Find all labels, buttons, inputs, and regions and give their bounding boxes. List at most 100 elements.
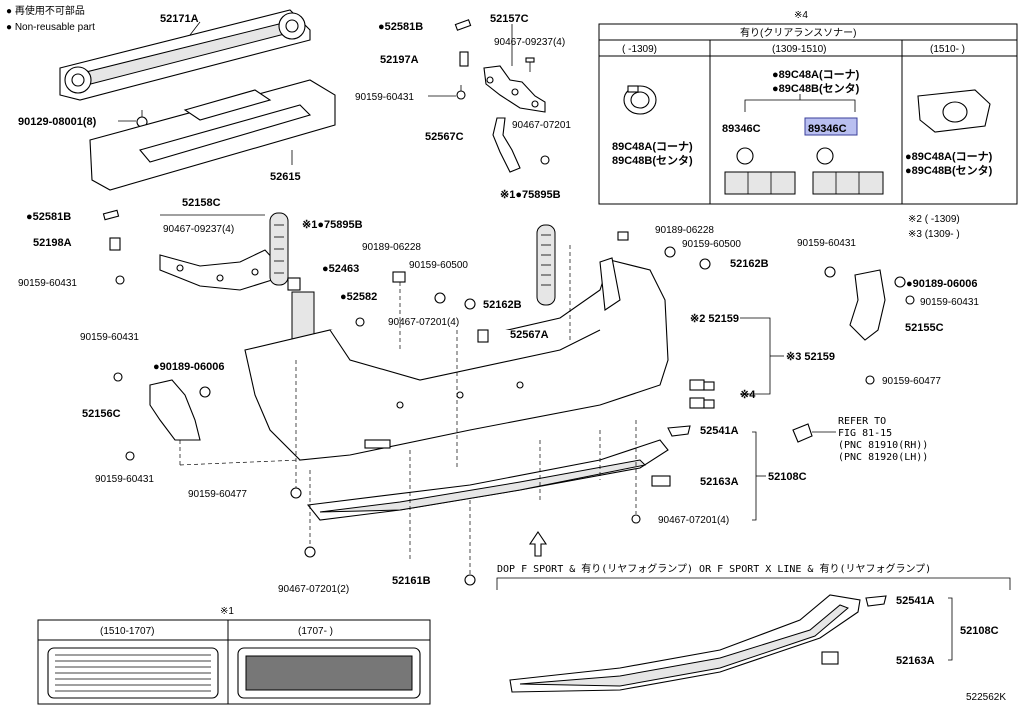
sonar-c2-b[interactable]: 89346C	[808, 123, 847, 135]
spoiler-52108C-dop[interactable]	[509, 594, 861, 693]
garnish-52163A-main[interactable]	[651, 475, 671, 487]
label-90159-60431-right-b: 90159-60431	[920, 297, 979, 308]
label-90159-60431-left: 90159-60431	[18, 278, 77, 289]
bolt-90159-60431-lower-left-a[interactable]	[113, 372, 123, 382]
label-52156C: 52156C	[82, 408, 121, 420]
label-75895B-lh: ※1●75895B	[302, 219, 363, 231]
bolt-90159-60431-lower-left-b[interactable]	[125, 451, 135, 461]
label-52463: ●52463	[322, 263, 359, 275]
label-52615: 52615	[270, 171, 301, 183]
note-x3: ※3 (1309- )	[908, 229, 960, 240]
note-x2: ※2 ( -1309)	[908, 214, 960, 225]
screw-90467-07201-right[interactable]	[631, 514, 641, 524]
grille-box: ※1 (1510-1707) (1707- )	[37, 606, 431, 705]
sonar-bracket-lower[interactable]	[689, 397, 715, 409]
sonar-sensor-new[interactable]	[917, 89, 991, 133]
label-90159-60431-bottom-left: 90159-60431	[95, 474, 154, 485]
sonar-retainer-b[interactable]	[812, 147, 884, 195]
grille-box-mark: ※1	[220, 606, 234, 617]
retainer-52567A[interactable]	[477, 329, 489, 343]
bumper-cover-52159[interactable]	[244, 257, 669, 461]
diagram-code: 522562K	[966, 692, 1006, 703]
grille-col1-header: (1510-1707)	[100, 626, 154, 637]
sonar-c1-l1: 89C48A(コーナ)	[612, 140, 693, 153]
clip-90189-06228-right[interactable]	[617, 231, 629, 241]
label-90159-60477-bottom: 90159-60477	[188, 489, 247, 500]
clip-52581B-left[interactable]	[102, 209, 120, 221]
refer-line4: (PNC 81920(LH))	[838, 452, 928, 463]
label-52581B-left: ●52581B	[26, 211, 71, 223]
pad-52463[interactable]	[287, 277, 301, 291]
reflector-insert-new[interactable]	[237, 647, 421, 699]
sonar-c1-l2: 89C48B(センタ)	[612, 154, 693, 167]
screw-90467-07201-bottom[interactable]	[304, 546, 316, 558]
bolt-90159-60500-right[interactable]	[664, 246, 676, 258]
sonar-c3-l2: ●89C48B(センタ)	[905, 164, 993, 177]
label-x4: ※4	[740, 389, 756, 401]
clip-52541A-dop[interactable]	[865, 595, 887, 607]
clip-52541A-main[interactable]	[667, 425, 691, 437]
clip-52581B-top[interactable]	[454, 19, 472, 31]
clip-52162B-mid[interactable]	[464, 298, 476, 310]
sonar-sensor-old[interactable]	[623, 85, 657, 115]
grille-col2-header: (1707- )	[298, 626, 333, 637]
label-90189-06228-mid: 90189-06228	[362, 242, 421, 253]
retainer-52158C[interactable]	[159, 249, 277, 291]
legend-non-reusable-jp: ● 再使用不可部品	[6, 4, 85, 17]
label-52197A: 52197A	[380, 54, 419, 66]
bolt-90159-60431-left[interactable]	[115, 275, 125, 285]
label-52155C: 52155C	[905, 322, 944, 334]
reflector-insert-old[interactable]	[47, 647, 219, 699]
label-52567C: 52567C	[425, 131, 464, 143]
sonar-c2-top2: ●89C48B(センタ)	[772, 82, 860, 95]
label-90467-09237-left: 90467-09237(4)	[163, 224, 234, 235]
bolt-90159-60477-right[interactable]	[865, 375, 875, 385]
screw-52161B[interactable]	[464, 574, 476, 586]
bolt-90159-60431-top[interactable]	[456, 85, 466, 100]
reflector-75895B-lh[interactable]	[269, 212, 289, 286]
screw-90467-07201-mid[interactable]	[355, 317, 365, 327]
retainer-52567C[interactable]	[492, 117, 521, 173]
refer-line2: FIG 81-15	[838, 428, 892, 439]
bolt-90159-60500-mid[interactable]	[434, 292, 446, 304]
label-52581B-top: ●52581B	[378, 21, 423, 33]
sonar-bracket-upper[interactable]	[689, 379, 715, 391]
bolt-90159-60431-right-b[interactable]	[905, 295, 915, 305]
label-90129-08001: 90129-08001(8)	[18, 116, 97, 128]
bracket-52156C[interactable]	[149, 379, 201, 441]
absorber-52615[interactable]	[89, 79, 336, 191]
garnish-52163A-dop[interactable]	[821, 651, 839, 665]
clip-52162B-right[interactable]	[699, 258, 711, 270]
sonar-box: ※4 有り(クリアランスソナー) ( -1309) (1309-1510) (1…	[598, 10, 1018, 205]
retainer-52157C[interactable]	[483, 65, 546, 113]
bracket-52197A[interactable]	[459, 51, 469, 67]
reflector-81910[interactable]	[792, 423, 813, 443]
clip-90189-06228-mid[interactable]	[392, 271, 406, 283]
bolt-90159-60431-right[interactable]	[824, 266, 836, 278]
sonar-col2-header: (1309-1510)	[772, 44, 826, 55]
sonar-retainer-a[interactable]	[724, 147, 796, 195]
reflector-75895B-rh[interactable]	[536, 224, 556, 306]
label-52541A-main: 52541A	[700, 425, 739, 437]
screw-90467-07201-top[interactable]	[540, 155, 550, 165]
sonar-box-title: 有り(クリアランスソナー)	[740, 26, 856, 39]
reinforcement-52171A[interactable]	[59, 9, 311, 101]
label-52163A-main: 52163A	[700, 476, 739, 488]
label-52162B-right: 52162B	[730, 258, 769, 270]
bolt-90159-60477-bottom[interactable]	[290, 487, 302, 499]
label-52567A: 52567A	[510, 329, 549, 341]
label-90189-06006-right: ●90189-06006	[906, 278, 977, 290]
dop-caption: DOP F SPORT & 有り(リヤフォグランプ) OR F SPORT X …	[497, 562, 931, 575]
legend-non-reusable-en: ● Non-reusable part	[6, 22, 95, 33]
nut-90189-06006-right[interactable]	[894, 276, 906, 288]
screw-90467-09237-top[interactable]	[525, 57, 535, 72]
spoiler-52108C[interactable]	[306, 439, 669, 521]
label-75895B-rh: ※1●75895B	[500, 189, 561, 201]
sonar-col3-header: (1510- )	[930, 44, 965, 55]
nut-90189-06006-left[interactable]	[199, 386, 211, 398]
bracket-52198A[interactable]	[109, 237, 121, 251]
bracket-52155C[interactable]	[849, 269, 886, 341]
label-52162B-mid: 52162B	[483, 299, 522, 311]
label-90189-06228-right: 90189-06228	[655, 225, 714, 236]
label-90467-07201-right: 90467-07201(4)	[658, 515, 729, 526]
